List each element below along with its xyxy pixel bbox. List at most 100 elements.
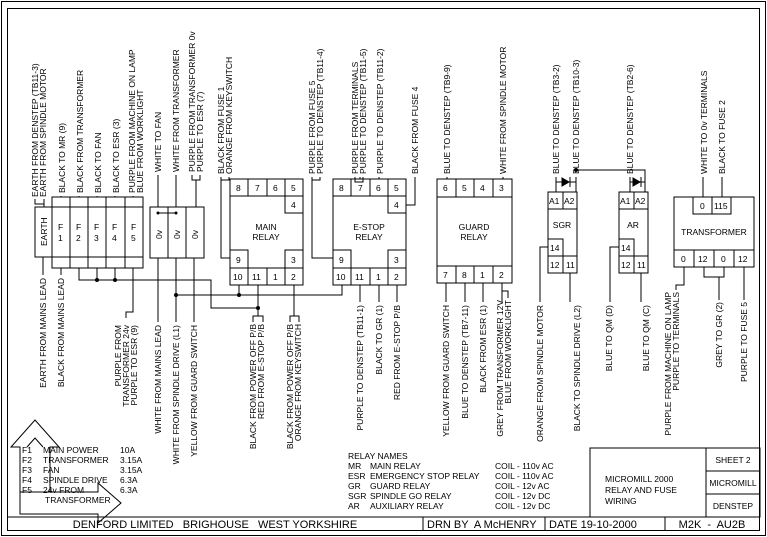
drawing-title-line: MICROMILL 2000 xyxy=(605,474,673,484)
pin: 0 xyxy=(721,254,726,264)
title-block: MICROMILL 2000 RELAY AND FUSE WIRING SHE… xyxy=(8,447,761,531)
pin: A2 xyxy=(564,196,575,206)
svg-text:GR: GR xyxy=(348,481,361,491)
svg-text:F: F xyxy=(131,222,136,232)
fuse-f5: F5 xyxy=(131,222,136,243)
fuse-f3: F3 xyxy=(94,222,99,243)
pin: 8 xyxy=(462,270,467,280)
wire-label: PURPLE TO ESR (9) xyxy=(129,325,139,406)
top-labels: EARTH FROM DENSTEP (TB11-3) EARTH FROM S… xyxy=(30,31,727,197)
relay-title: GUARD xyxy=(459,222,490,232)
pin: 1 xyxy=(376,272,381,282)
svg-text:MAIN RELAY: MAIN RELAY xyxy=(370,461,421,471)
wire-label: PURPLE FROM TERMINALS xyxy=(350,61,360,174)
svg-text:3.15A: 3.15A xyxy=(120,455,143,465)
wire-label: BLACK TO MR (9) xyxy=(57,123,67,193)
sheet-number: SHEET 2 xyxy=(715,455,751,465)
svg-text:AR: AR xyxy=(348,501,360,511)
pin: 14 xyxy=(621,243,631,253)
drawing-number: M2K - AU2B xyxy=(679,519,746,531)
pin: 7 xyxy=(255,183,260,193)
pin: 2 xyxy=(394,272,399,282)
pin: 3 xyxy=(499,183,504,193)
wire-label: PURPLE FROM TRANSFORMER 0v xyxy=(187,31,197,172)
wire-label: EARTH FROM SPINDLE MOTOR xyxy=(38,68,48,197)
pin: 11 xyxy=(637,260,646,270)
pin: 11 xyxy=(252,272,261,282)
svg-text:COIL - 110v AC: COIL - 110v AC xyxy=(495,471,554,481)
svg-text:COIL - 12v AC: COIL - 12v AC xyxy=(495,481,549,491)
wire-label: PURPLE TO DENSTEP (TB11-4) xyxy=(315,48,325,174)
wire-label: WHITE TO FAN xyxy=(153,112,163,172)
drawn-by: DRN BY A McHENRY xyxy=(427,519,537,531)
svg-text:SGR: SGR xyxy=(348,491,366,501)
wire-label: BLACK TO GR (1) xyxy=(374,305,384,375)
transformer-title: TRANSFORMER xyxy=(681,227,747,237)
sgr-relay: A1 A2 SGR 14 12 11 xyxy=(547,191,578,274)
inner-border xyxy=(7,8,760,531)
fuse-f2: F2 xyxy=(76,222,81,243)
svg-text:F2: F2 xyxy=(22,455,32,465)
wire-label: ORANGE FROM KEYSWITCH xyxy=(293,324,303,441)
drawing-title-line: RELAY AND FUSE xyxy=(605,485,677,495)
pin: 1 xyxy=(480,270,485,280)
svg-text:24v FROM: 24v FROM xyxy=(43,485,84,495)
pin: 2 xyxy=(291,272,296,282)
wire-label: BLUE TO QM (D) xyxy=(604,305,614,371)
wire-label: ORANGE FROM SPINDLE MOTOR xyxy=(535,305,545,442)
svg-text:AUXILIARY RELAY: AUXILIARY RELAY xyxy=(370,501,444,511)
svg-text:ESR: ESR xyxy=(348,471,365,481)
legend-heading: RELAY NAMES xyxy=(348,451,408,461)
pin: 8 xyxy=(339,183,344,193)
svg-text:3: 3 xyxy=(94,233,99,243)
wire-label: RED FROM E-STOP P/B xyxy=(256,324,266,419)
pin: 11 xyxy=(566,260,575,270)
svg-text:COIL - 12v DC: COIL - 12v DC xyxy=(495,501,550,511)
wire-label: TRANSFORMER 24v xyxy=(121,324,131,406)
pin: 12 xyxy=(550,260,560,270)
top-wires xyxy=(34,168,723,259)
relay-title: RELAY xyxy=(355,232,383,242)
wire-label: PURPLE FROM MACHINE ON LAMP xyxy=(127,49,137,193)
fuse-f4: F4 xyxy=(112,222,117,243)
svg-text:FAN: FAN xyxy=(43,465,60,475)
wire-label: BLUE FROM WORKLIGHT xyxy=(503,300,513,403)
terminal-0v: 0v xyxy=(172,229,182,239)
company-name: DENFORD LIMITED BRIGHOUSE WEST YORKSHIRE xyxy=(73,519,357,531)
pin: 4 xyxy=(291,200,296,210)
wire-label: BLUE TO QM (C) xyxy=(641,305,651,371)
wire-label: YELLOW FROM GUARD SWITCH xyxy=(441,305,451,437)
svg-text:F: F xyxy=(58,222,63,232)
wire-label: BLACK TO FAN xyxy=(93,132,103,193)
fuse-row-continuation: TRANSFORMER xyxy=(45,495,111,505)
pin: 7 xyxy=(358,183,363,193)
svg-text:F3: F3 xyxy=(22,465,32,475)
wire-label: GREY FROM TRANSFORMER 12V xyxy=(495,300,505,437)
estop-relay: 8 7 6 5 4 9 3 10 11 1 2 E-STOP RELAY xyxy=(332,178,407,286)
relay-title: RELAY xyxy=(252,232,280,242)
svg-text:4: 4 xyxy=(112,233,117,243)
wire-label: BLACK FROM POWER OFF P/B xyxy=(248,324,258,449)
wire-label: PURPLE TO DENSTEP (TB11-5) xyxy=(358,48,368,174)
wire-label: PURPLE TO DENSTEP (TB11-1) xyxy=(355,305,365,431)
svg-text:EMERGENCY STOP RELAY: EMERGENCY STOP RELAY xyxy=(370,471,480,481)
svg-text:COIL - 12v DC: COIL - 12v DC xyxy=(495,491,550,501)
relay-title: E-STOP xyxy=(353,222,385,232)
wire-label: BLACK FROM ESR (1) xyxy=(478,305,488,393)
bottom-wires xyxy=(42,246,745,322)
relay-title: MAIN xyxy=(255,222,276,232)
pin: A2 xyxy=(635,196,646,206)
fuse-f1: F1 xyxy=(58,222,63,243)
drawing-title-line: WIRING xyxy=(605,496,637,506)
pin: 7 xyxy=(443,270,448,280)
wire-label: PURPLE FROM FUSE 5 xyxy=(307,80,317,174)
pin: 14 xyxy=(550,243,560,253)
transformer: 0 115 TRANSFORMER 0 12 0 12 xyxy=(673,196,755,268)
svg-text:F5: F5 xyxy=(22,485,32,495)
